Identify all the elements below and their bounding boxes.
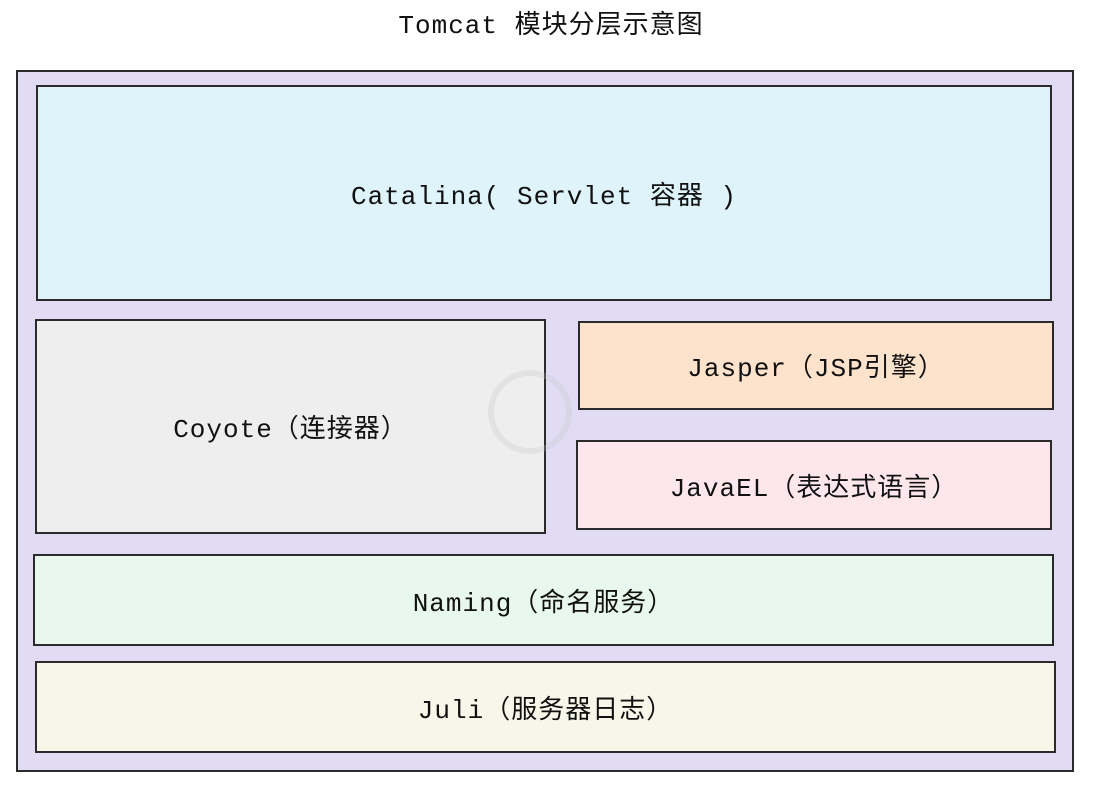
naming-module: Naming（命名服务） <box>33 554 1054 646</box>
juli-label: Juli（服务器日志） <box>417 695 674 726</box>
javael-module: JavaEL（表达式语言） <box>576 440 1052 530</box>
coyote-module: Coyote（连接器） <box>35 319 546 534</box>
diagram-title: Tomcat 模块分层示意图 <box>398 11 704 41</box>
jasper-module: Jasper（JSP引擎） <box>578 321 1054 410</box>
javael-label: JavaEL（表达式语言） <box>669 473 959 504</box>
catalina-label: Catalina( Servlet 容器 ) <box>350 181 738 212</box>
coyote-label: Coyote（连接器） <box>173 415 408 445</box>
naming-label: Naming（命名服务） <box>412 588 675 619</box>
catalina-module: Catalina( Servlet 容器 ) <box>36 85 1052 301</box>
jasper-label: Jasper（JSP引擎） <box>687 354 945 384</box>
juli-module: Juli（服务器日志） <box>35 661 1056 753</box>
